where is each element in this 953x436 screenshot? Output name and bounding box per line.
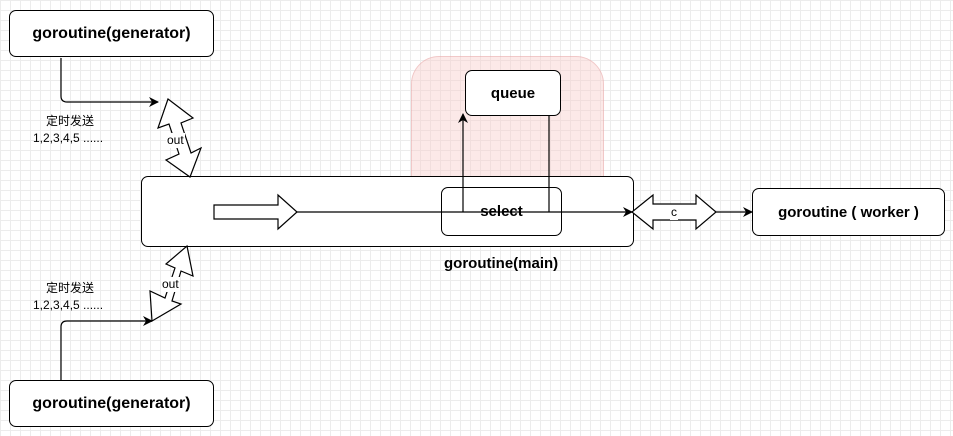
top-channel-label: out [166, 133, 185, 148]
select-node[interactable]: select [441, 187, 562, 236]
top-generator-label: goroutine(generator) [32, 24, 191, 42]
worker-label: goroutine ( worker ) [778, 203, 919, 221]
bottom-generator-node[interactable]: goroutine(generator) [9, 380, 214, 427]
select-label: select [480, 203, 523, 220]
top-send-values: 1,2,3,4,5 ...... [33, 131, 104, 145]
flow-block-arrow [213, 193, 298, 231]
worker-channel-label: c [670, 205, 678, 220]
bottom-send-label: 定时发送 [46, 281, 95, 295]
bottom-send-values: 1,2,3,4,5 ...... [33, 298, 104, 312]
top-generator-connector [60, 58, 159, 107]
top-send-label: 定时发送 [46, 114, 95, 128]
queue-node[interactable]: queue [465, 70, 561, 116]
bottom-channel-label: out [161, 277, 180, 292]
worker-node[interactable]: goroutine ( worker ) [752, 188, 945, 236]
bottom-generator-connector [60, 316, 153, 380]
top-generator-node[interactable]: goroutine(generator) [9, 10, 214, 57]
bottom-generator-label: goroutine(generator) [32, 394, 191, 412]
queue-label: queue [490, 84, 536, 102]
main-goroutine-label: goroutine(main) [444, 255, 559, 272]
